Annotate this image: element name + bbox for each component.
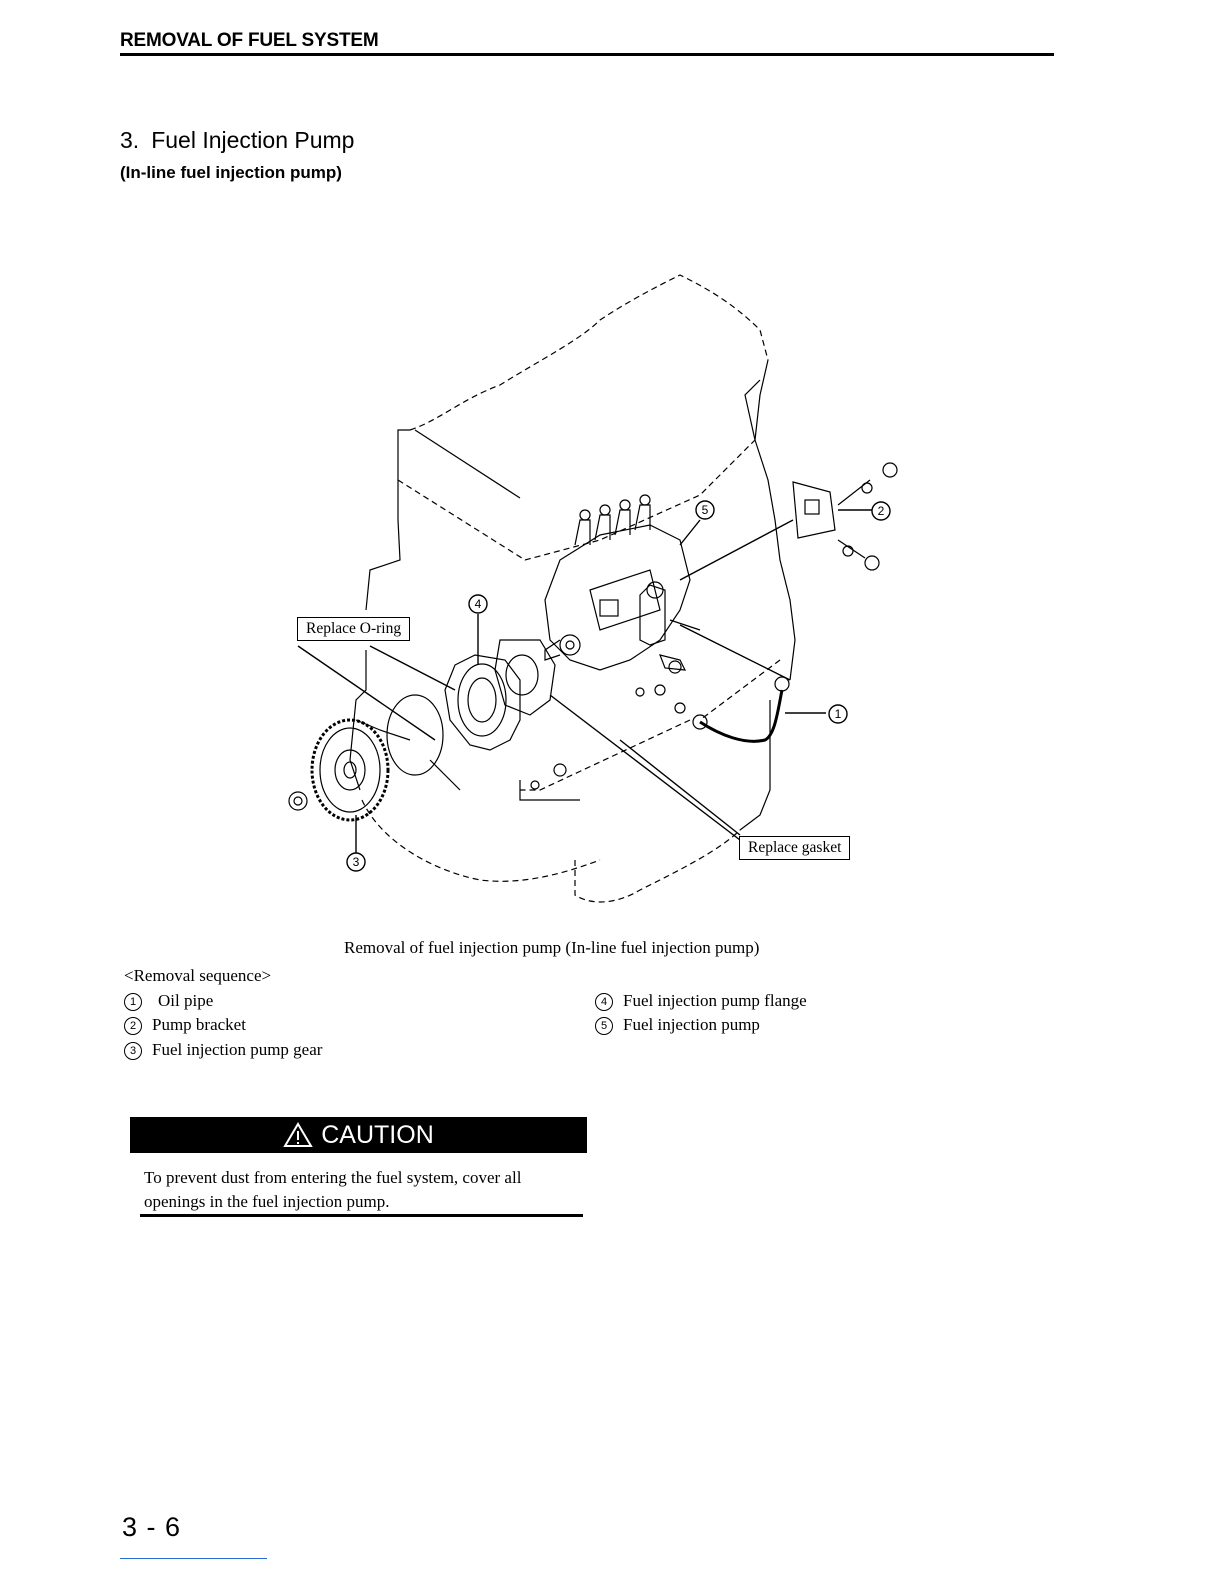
sequence-number: 4 xyxy=(595,993,613,1011)
marker-4: 4 xyxy=(468,594,488,614)
removal-sequence-title: <Removal sequence> xyxy=(124,966,272,985)
caution-heading: CAUTION xyxy=(321,1120,434,1149)
sequence-number: 2 xyxy=(124,1017,142,1035)
svg-text:2: 2 xyxy=(878,504,885,518)
sequence-label: Fuel injection pump xyxy=(623,1015,760,1034)
svg-text:4: 4 xyxy=(475,597,482,611)
caution-rule xyxy=(140,1214,583,1217)
caution-text: To prevent dust from entering the fuel s… xyxy=(144,1168,522,1211)
sequence-item: 2 Pump bracket xyxy=(124,1015,246,1035)
header-rule xyxy=(120,53,1054,56)
sequence-label: Pump bracket xyxy=(152,1015,246,1034)
marker-3: 3 xyxy=(346,852,366,872)
sequence-item: 1 Oil pipe xyxy=(124,991,213,1011)
caution-banner: CAUTION xyxy=(130,1117,587,1153)
svg-text:1: 1 xyxy=(835,707,842,721)
page-number-rule xyxy=(120,1558,267,1559)
sequence-item: 4 Fuel injection pump flange xyxy=(595,991,807,1011)
sequence-number: 1 xyxy=(124,993,142,1011)
svg-text:3: 3 xyxy=(353,855,360,869)
sequence-label: Oil pipe xyxy=(158,991,214,1010)
section-subtitle: (In-line fuel injection pump) xyxy=(120,163,342,182)
svg-text:5: 5 xyxy=(702,503,709,517)
sequence-label: Fuel injection pump flange xyxy=(623,991,807,1010)
sequence-item: 5 Fuel injection pump xyxy=(595,1015,760,1035)
section-number: 3. xyxy=(120,127,140,153)
replace-oring-callout: Replace O-ring xyxy=(297,617,411,641)
warning-triangle-icon xyxy=(283,1122,314,1147)
sequence-item: 3 Fuel injection pump gear xyxy=(124,1040,322,1060)
figure-caption: Removal of fuel injection pump (In-line … xyxy=(344,938,760,957)
page-number: 3 - 6 xyxy=(122,1512,182,1542)
page-header-title: REMOVAL OF FUEL SYSTEM xyxy=(120,30,379,51)
marker-1: 1 xyxy=(828,704,848,724)
marker-5: 5 xyxy=(695,500,715,520)
section-title-text: Fuel Injection Pump xyxy=(151,127,355,153)
sequence-number: 5 xyxy=(595,1017,613,1035)
sequence-number: 3 xyxy=(124,1042,142,1060)
section-title: 3. Fuel Injection Pump xyxy=(120,127,366,154)
marker-2: 2 xyxy=(871,501,891,521)
sequence-label: Fuel injection pump gear xyxy=(152,1040,323,1059)
replace-gasket-callout: Replace gasket xyxy=(739,836,851,860)
